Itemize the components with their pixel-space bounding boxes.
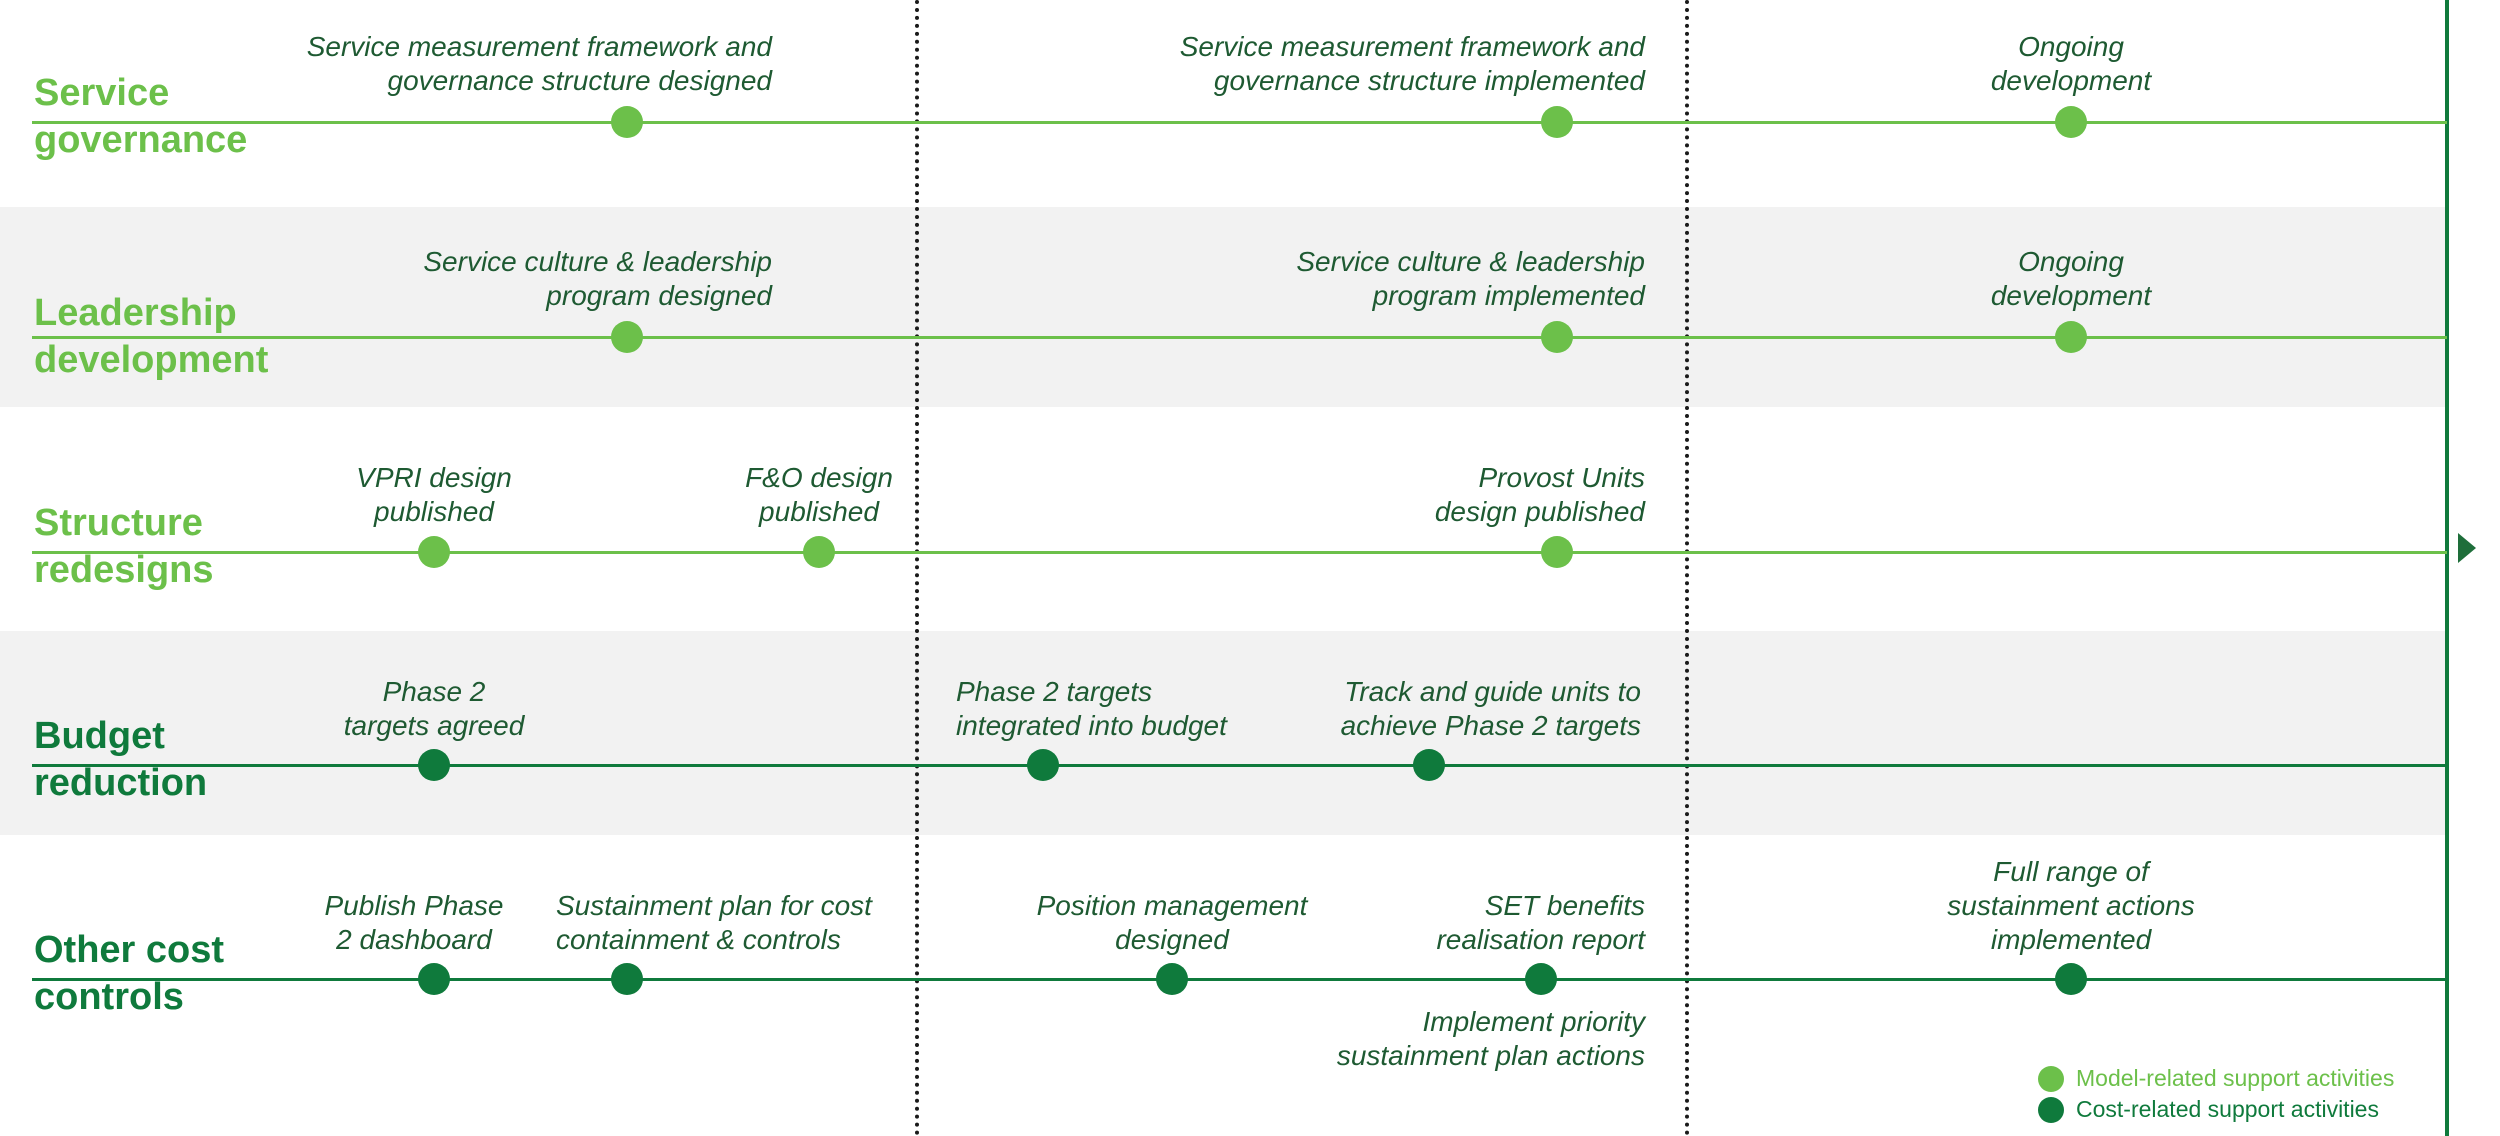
row-title: Structure redesigns <box>34 502 214 591</box>
milestone-dot <box>611 321 643 353</box>
milestone-dot <box>611 106 643 138</box>
milestone-label: Service measurement framework and govern… <box>1179 31 1645 96</box>
milestone-dot <box>1156 963 1188 995</box>
row-timeline-line <box>32 978 2447 981</box>
milestone-dot <box>1525 963 1557 995</box>
row-title: Other cost controls <box>34 929 225 1018</box>
milestone-label: Phase 2 targets integrated into budget <box>956 676 1227 741</box>
milestone-label: Service culture & leadership program imp… <box>1296 246 1645 311</box>
milestone-dot <box>2055 321 2087 353</box>
milestone-label: Ongoing development <box>1990 31 2152 96</box>
row-title: Budget reduction <box>34 715 208 804</box>
milestone-label: Implement priority sustainment plan acti… <box>1336 1006 1645 1071</box>
milestone-label: SET benefits realisation report <box>1436 890 1645 955</box>
period-divider <box>915 0 919 1136</box>
model-legend-label: Model-related support activities <box>2076 1065 2395 1091</box>
milestone-dot <box>418 963 450 995</box>
row-timeline-line <box>32 551 2447 554</box>
period-divider <box>1685 0 1689 1136</box>
milestone-label: Full range of sustainment actions implem… <box>1947 856 2195 955</box>
row-timeline-line <box>32 121 2447 124</box>
milestone-label: F&O design published <box>745 462 893 527</box>
milestone-label: Position management designed <box>1036 890 1308 955</box>
milestone-dot <box>418 536 450 568</box>
timeline-end-line <box>2445 0 2449 1136</box>
milestone-dot <box>1541 321 1573 353</box>
milestone-dot <box>1541 106 1573 138</box>
milestone-label: Sustainment plan for cost containment & … <box>556 890 872 955</box>
milestone-dot <box>1541 536 1573 568</box>
row-timeline-line <box>32 336 2447 339</box>
row-title: Leadership development <box>34 292 269 381</box>
cost-legend-dot <box>2038 1097 2064 1123</box>
milestone-dot <box>1027 749 1059 781</box>
row-band <box>0 631 2447 835</box>
model-legend-dot <box>2038 1066 2064 1092</box>
milestone-dot <box>803 536 835 568</box>
row-title: Service governance <box>34 72 248 161</box>
row-band <box>0 207 2447 407</box>
milestone-label: Track and guide units to achieve Phase 2… <box>1340 676 1641 741</box>
cost-legend-label: Cost-related support activities <box>2076 1096 2379 1122</box>
milestone-label: Provost Units design published <box>1434 462 1645 527</box>
milestone-label: VPRI design published <box>356 462 512 527</box>
milestone-dot <box>1413 749 1445 781</box>
milestone-label: Publish Phase 2 dashboard <box>324 890 504 955</box>
milestone-label: Service culture & leadership program des… <box>423 246 772 311</box>
milestone-dot <box>611 963 643 995</box>
timeline-arrow-icon <box>2458 533 2476 563</box>
milestone-dot <box>2055 106 2087 138</box>
milestone-dot <box>2055 963 2087 995</box>
milestone-label: Phase 2 targets agreed <box>343 676 525 741</box>
row-timeline-line <box>32 764 2447 767</box>
milestone-dot <box>418 749 450 781</box>
milestone-label: Ongoing development <box>1990 246 2152 311</box>
milestone-label: Service measurement framework and govern… <box>306 31 772 96</box>
